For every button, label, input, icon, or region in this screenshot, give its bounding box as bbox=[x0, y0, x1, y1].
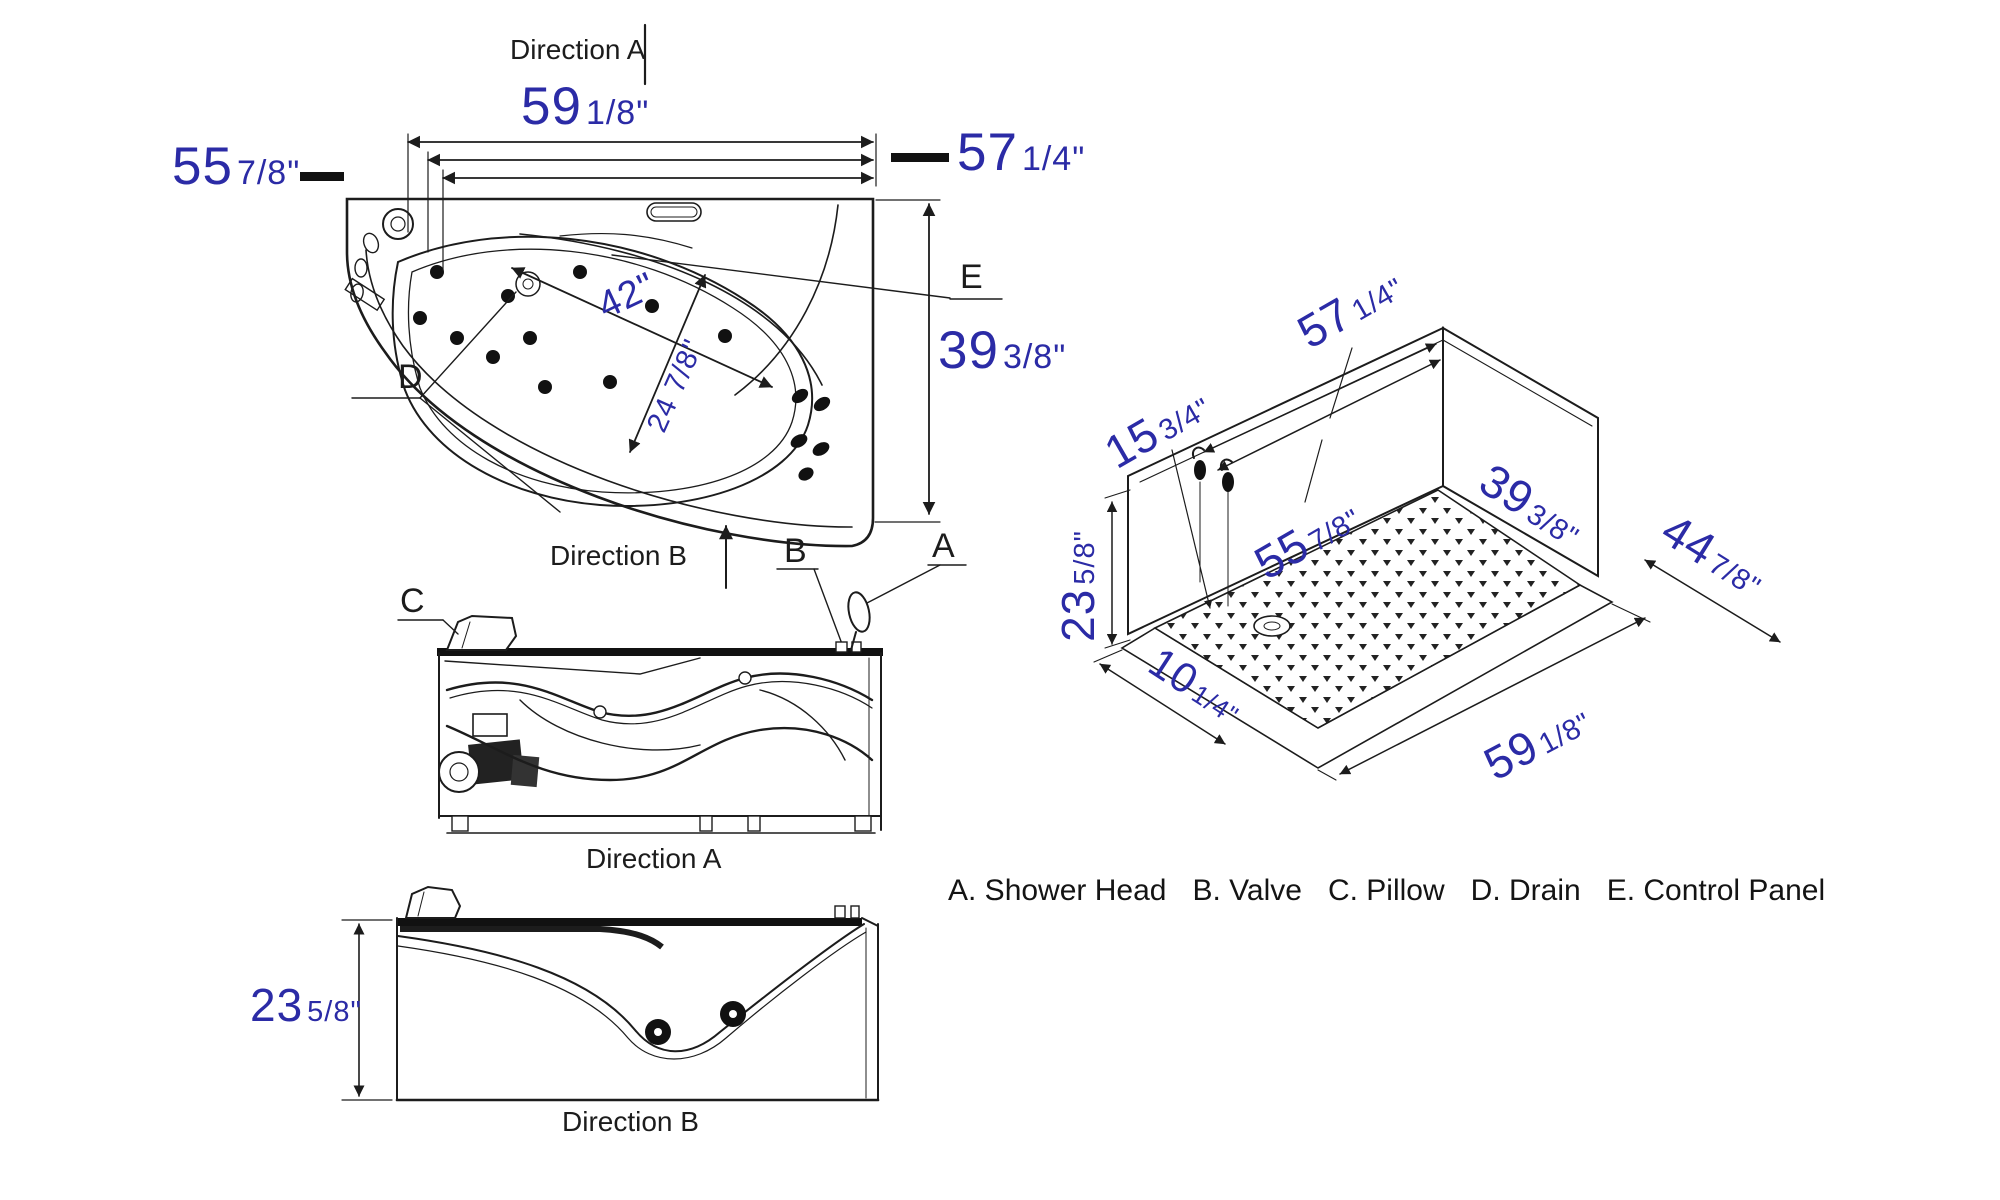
legend-item-control-panel: E. Control Panel bbox=[1606, 874, 1826, 907]
side-view-b-drawing bbox=[341, 885, 880, 1102]
callout-a-shower-head: A bbox=[932, 527, 955, 565]
iso-view-drawing bbox=[1093, 326, 1781, 781]
top-dimension-lines bbox=[407, 135, 936, 515]
iso-leaders bbox=[1171, 347, 1353, 609]
legend-item-pillow: C. Pillow bbox=[1327, 874, 1445, 907]
callout-b-valve: B bbox=[784, 532, 807, 570]
callout-c-pillow: C bbox=[400, 582, 425, 620]
top-direction-b-label: Direction B bbox=[550, 540, 687, 571]
callout-d-drain: D bbox=[398, 358, 423, 396]
extension-lines bbox=[407, 133, 941, 523]
side-b-caption: Direction B bbox=[562, 1106, 699, 1137]
iso-extension-lines bbox=[1093, 489, 1651, 781]
iso-dimension-lines bbox=[1099, 343, 1781, 775]
callout-leaders bbox=[351, 254, 1003, 645]
legend-item-drain: D. Drain bbox=[1470, 874, 1581, 907]
top-view-drawing bbox=[300, 23, 1003, 645]
callout-e-control-panel: E bbox=[960, 258, 983, 296]
side-view-a-drawing bbox=[397, 591, 883, 834]
side-a-caption: Direction A bbox=[586, 843, 722, 874]
legend-item-valve: B. Valve bbox=[1192, 874, 1302, 907]
top-direction-a-label: Direction A bbox=[510, 34, 646, 65]
legend-item-shower-head: A. Shower Head bbox=[948, 874, 1167, 907]
callout-legend: A. Shower Head B. Valve C. Pillow D. Dra… bbox=[948, 874, 1825, 908]
